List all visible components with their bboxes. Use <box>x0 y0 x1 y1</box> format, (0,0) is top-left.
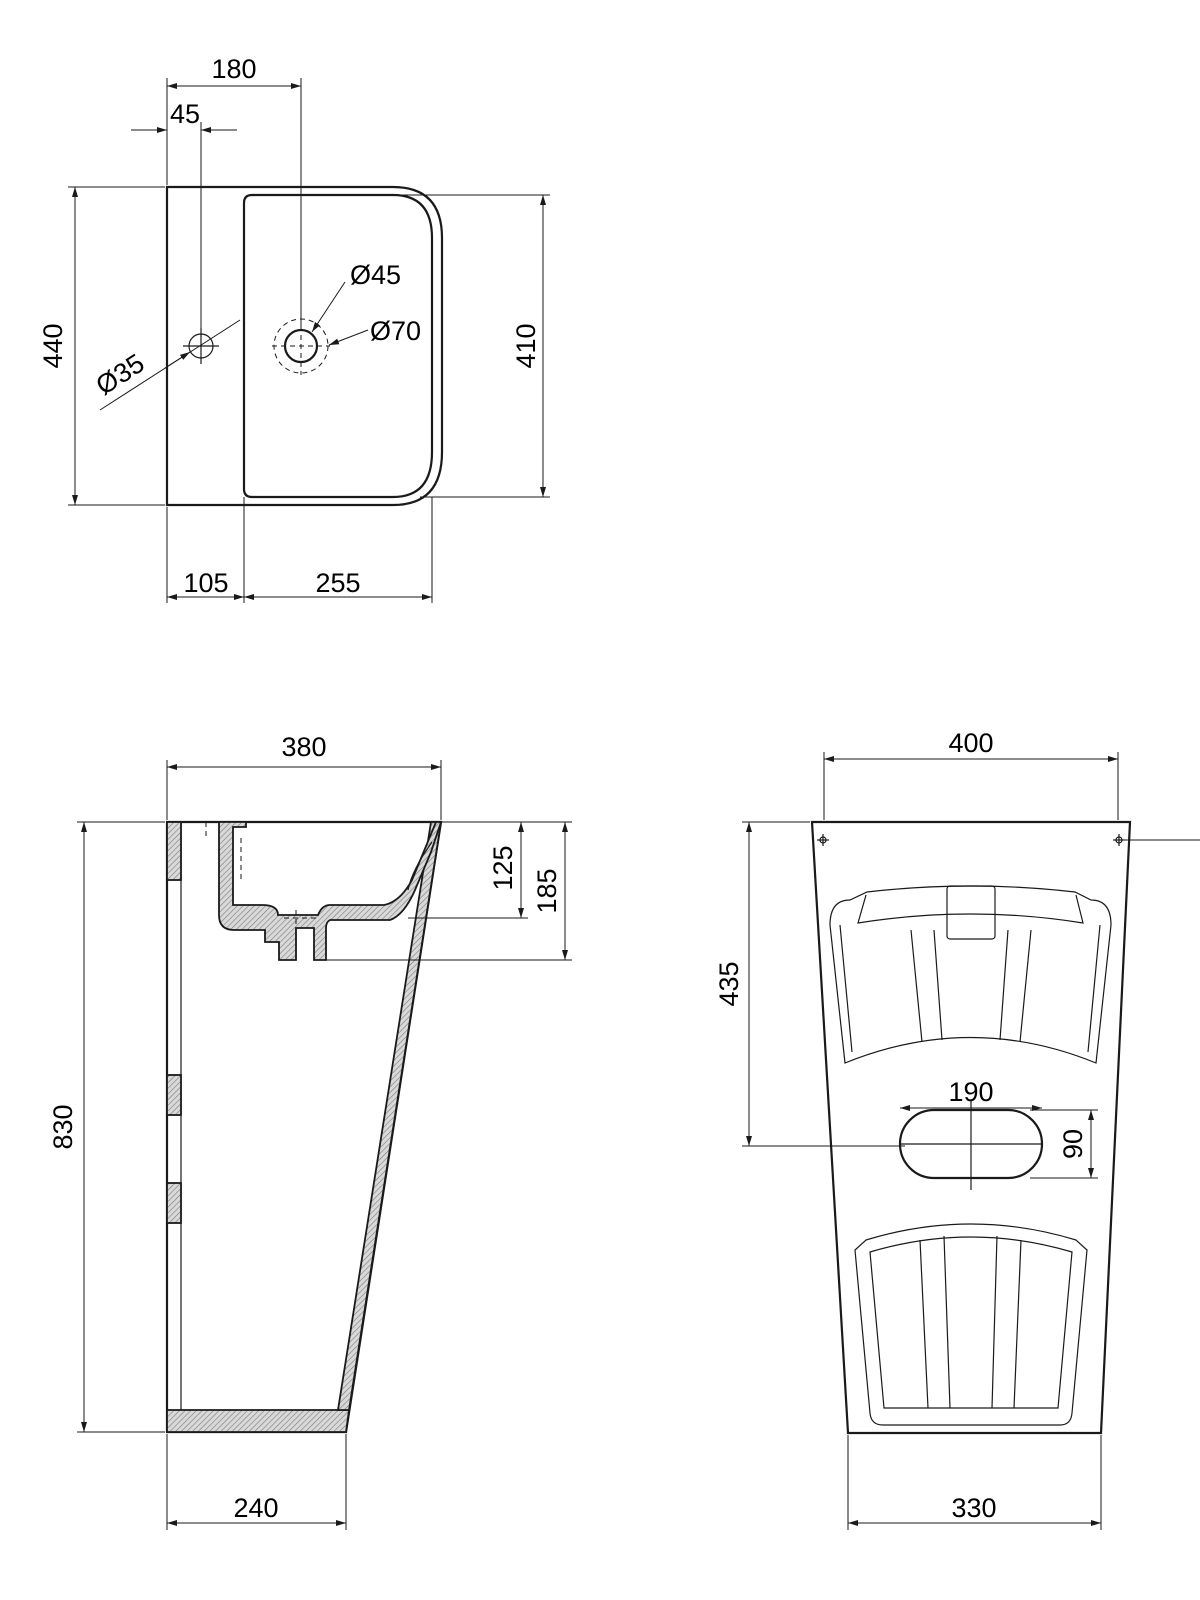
wall-fixing-block <box>166 821 182 881</box>
dim-830: 830 <box>48 1104 78 1149</box>
dim-400: 400 <box>948 728 993 758</box>
upper-cavity <box>829 885 1112 1064</box>
mounting-hole <box>817 834 829 846</box>
dim-440: 440 <box>38 323 68 368</box>
lower-cavity <box>854 1223 1088 1426</box>
dim-380: 380 <box>281 732 326 762</box>
dim-190: 190 <box>948 1077 993 1107</box>
side-view: 380 830 125 185 240 <box>48 732 572 1530</box>
dim-tap-hole-diameter: Ø35 <box>91 348 150 401</box>
front-wall-section <box>336 821 443 1411</box>
top-view: 180 45 440 410 Ø35 Ø45 Ø70 105 255 <box>38 54 550 603</box>
bowl-section <box>218 821 443 961</box>
base-slab <box>166 1409 351 1433</box>
pedestal-front-outline <box>810 820 1132 1435</box>
dim-410: 410 <box>511 323 541 368</box>
dim-105: 105 <box>183 568 228 598</box>
dim-330: 330 <box>951 1493 996 1523</box>
wall-fixing-block <box>166 1182 182 1224</box>
dim-240: 240 <box>233 1493 278 1523</box>
dim-90: 90 <box>1058 1129 1088 1159</box>
basin-bowl-outline <box>242 193 434 499</box>
wall-fixing-block <box>166 1074 182 1116</box>
dim-125: 125 <box>488 845 518 890</box>
dim-180: 180 <box>211 54 256 84</box>
dim-45: 45 <box>170 99 200 129</box>
faucet-block <box>946 885 996 940</box>
dim-185: 185 <box>532 868 562 913</box>
basin-outer-outline <box>165 185 444 507</box>
dim-drain-outer-diameter: Ø70 <box>370 316 421 346</box>
dim-255: 255 <box>315 568 360 598</box>
dim-435: 435 <box>714 961 744 1006</box>
front-view: 400 435 190 90 330 <box>714 728 1200 1530</box>
dim-drain-inner-diameter: Ø45 <box>350 260 401 290</box>
